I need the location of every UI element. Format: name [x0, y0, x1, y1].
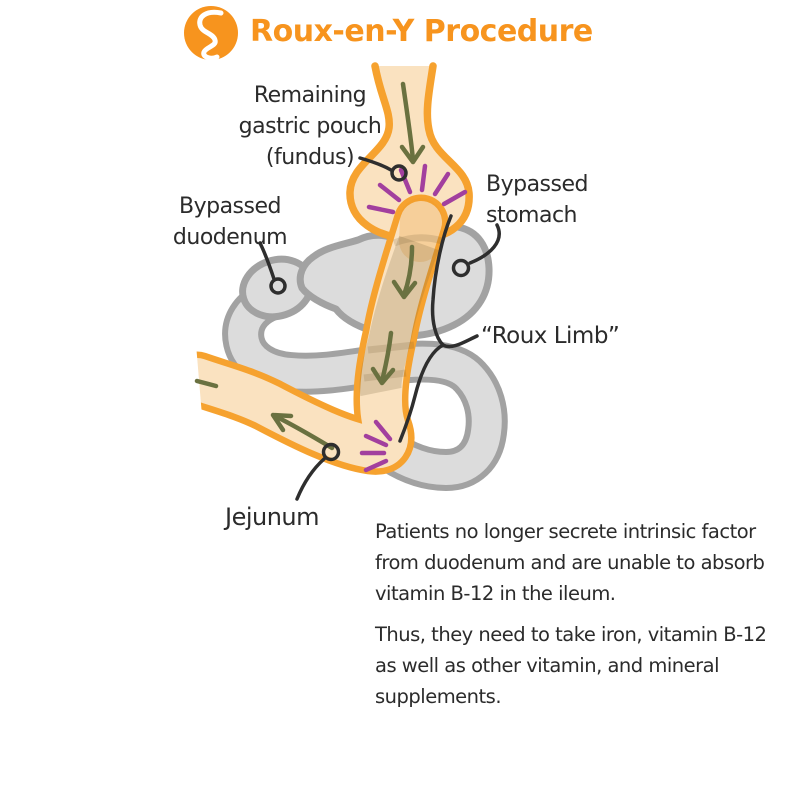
- label-roux-limb: “Roux Limb”: [481, 323, 620, 349]
- suture-marks-top: [366, 163, 468, 215]
- pointer-lines: [258, 156, 501, 501]
- jejunum-pointer-loop: [321, 442, 341, 462]
- flow-arrow-lower-limb: [379, 330, 394, 384]
- suture-marks-bottom: [359, 419, 393, 473]
- pouch-pointer-loop: [390, 164, 408, 182]
- roux-limb-label-connector: [441, 334, 479, 349]
- flow-arrow-upper-limb: [401, 244, 415, 298]
- label-jejunum: Jejunum: [225, 503, 320, 531]
- jejunum-pointer-line: [295, 457, 326, 501]
- stomach-pointer-line: [468, 223, 501, 265]
- gi-tract-icon: [184, 6, 238, 61]
- arrowhead: [370, 366, 396, 386]
- note-intrinsic-factor: Patients no longer secrete intrinsic fac…: [375, 520, 765, 605]
- duodenum-pointer-line: [258, 241, 276, 281]
- note-supplements: Thus, they need to take iron, vitamin B-…: [375, 623, 767, 708]
- overlap-edge-stripe: [392, 234, 444, 247]
- jejunum-cut-end: [140, 336, 202, 430]
- limb-cap-shading: [399, 198, 442, 262]
- roux-limb-tube: [140, 194, 449, 475]
- flow-arrow-esophagus: [400, 81, 416, 163]
- duodenum-pointer-loop: [269, 277, 287, 295]
- arrowhead: [391, 279, 418, 300]
- arrowhead: [270, 412, 294, 433]
- jejunum-end-dash: [194, 378, 219, 389]
- pouch-pointer-line: [358, 156, 393, 172]
- label-bypassed-duodenum: Bypassed duodenum: [172, 194, 288, 250]
- bypassed-duodenum-tube: [222, 279, 508, 492]
- page-title: Roux-en-Y Procedure: [250, 14, 593, 49]
- roux-limb-bracket-upper: [430, 214, 453, 347]
- stomach-pointer-loop: [451, 258, 471, 278]
- arrowhead: [399, 144, 426, 165]
- label-remaining-gastric-pouch: Remaining gastric pouch (fundus): [238, 83, 382, 170]
- label-bypassed-stomach: Bypassed stomach: [486, 172, 588, 228]
- roux-limb-bracket-lower: [398, 343, 445, 443]
